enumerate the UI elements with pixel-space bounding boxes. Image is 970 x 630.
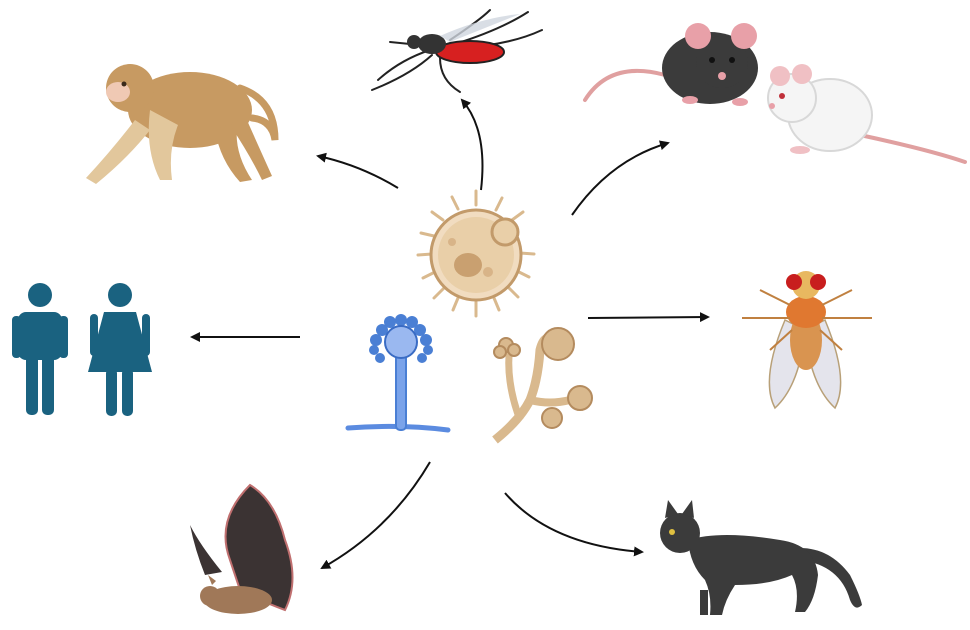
cat-icon: [660, 500, 862, 615]
monkey-icon: [86, 64, 275, 184]
aspergillus-icon: [348, 314, 448, 430]
arrow-to-monkey: [318, 156, 398, 188]
mucor-icon: [494, 328, 592, 440]
arrows: [192, 100, 708, 568]
human-icon: [12, 283, 152, 416]
mosquito-icon: [372, 10, 542, 92]
arrow-to-mosquito: [462, 100, 482, 190]
arrow-to-bat: [322, 462, 430, 568]
arrow-to-mice: [572, 143, 668, 215]
fly-icon: [742, 271, 872, 408]
arrow-to-fly: [588, 317, 708, 318]
mouse-icon: [585, 23, 965, 162]
bat-icon: [190, 485, 293, 614]
yeast-icon: [418, 191, 534, 316]
arrow-to-cat: [505, 493, 642, 552]
